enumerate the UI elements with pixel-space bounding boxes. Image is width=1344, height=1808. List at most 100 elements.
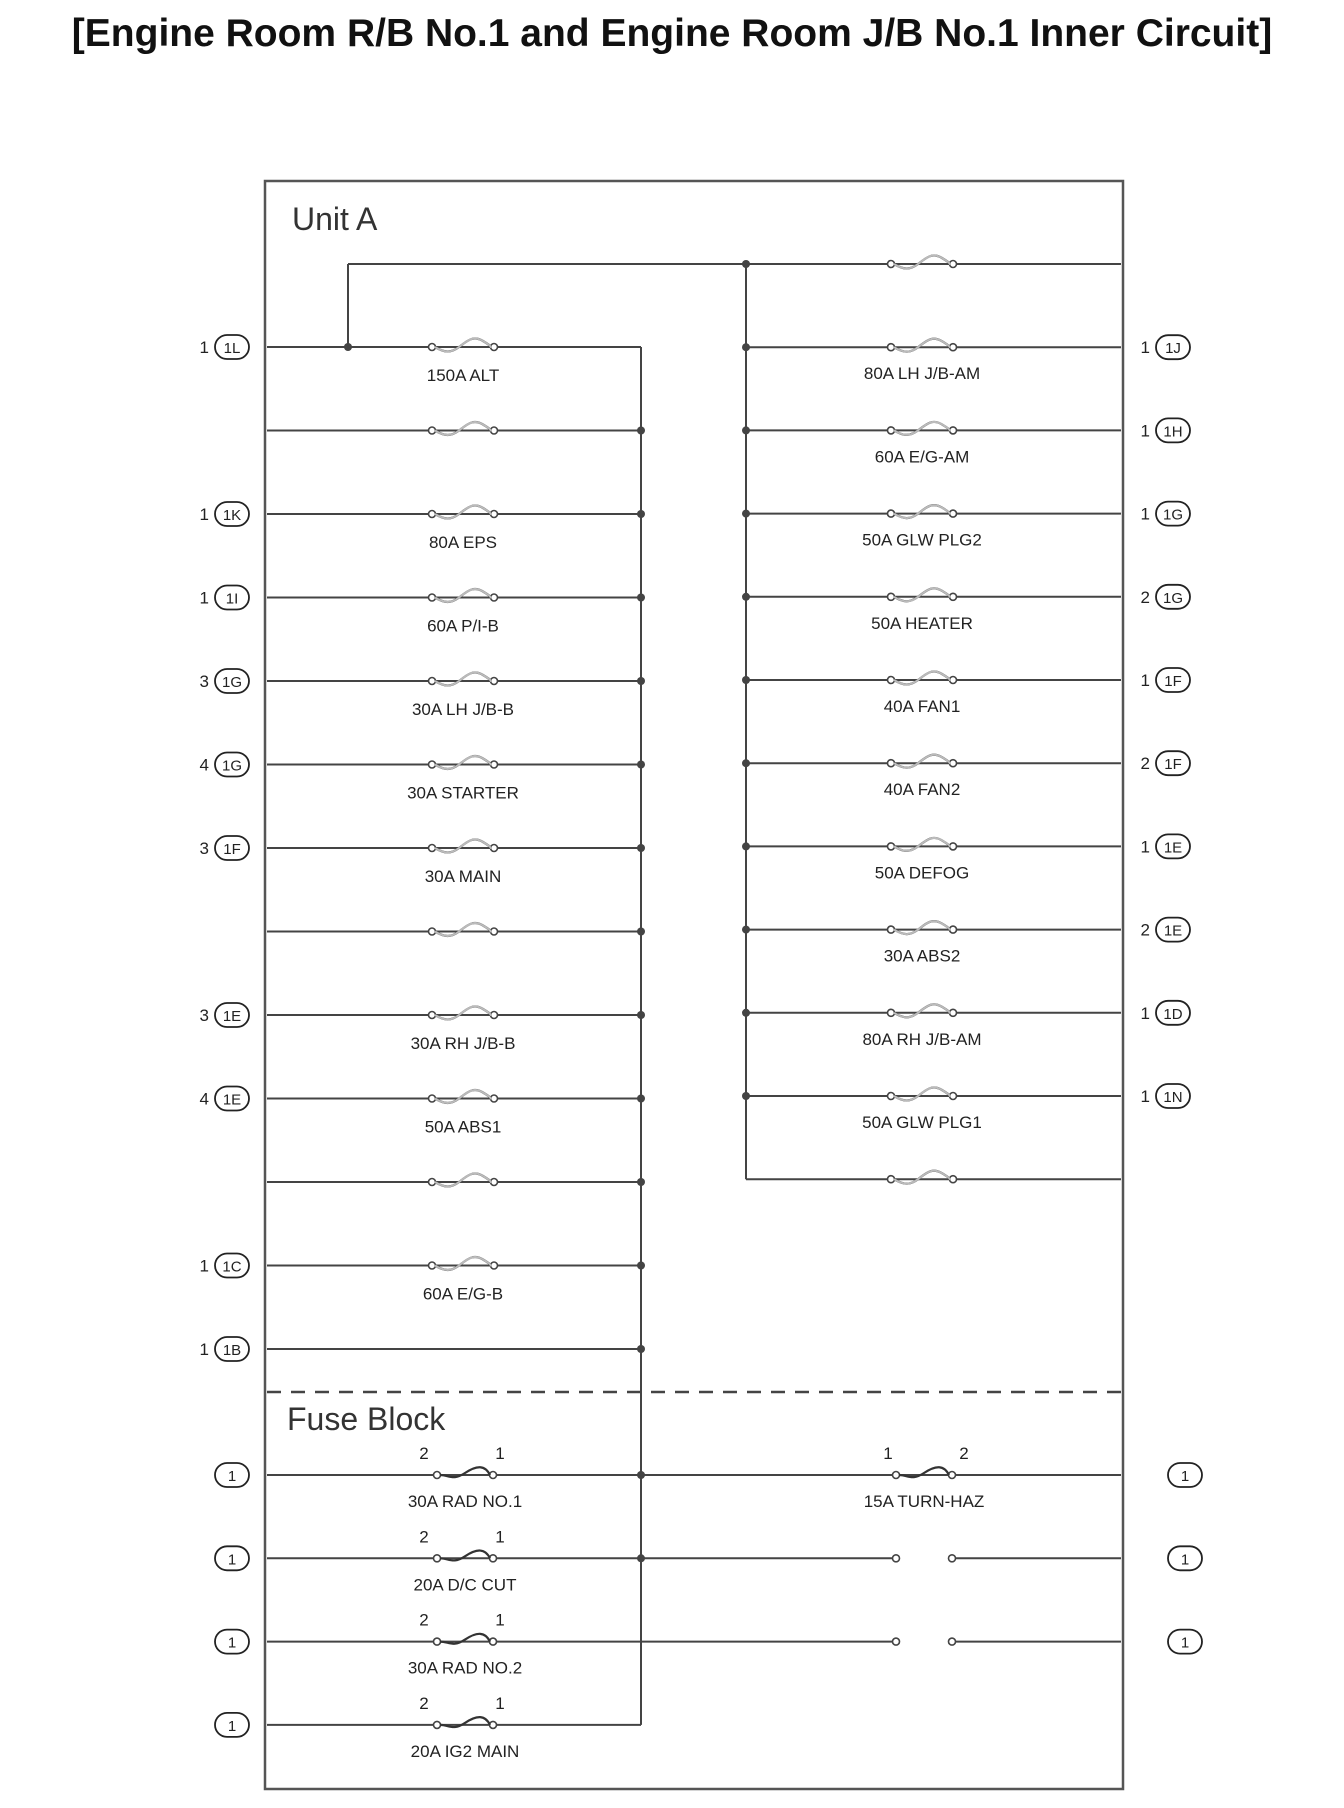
fuse-symbol: [427, 838, 499, 854]
fuse-terminal: [489, 426, 499, 435]
connector-code: 1I: [226, 591, 239, 608]
fuse-label: 30A LH J/B-B: [412, 700, 514, 719]
connector-code: 1N: [1163, 1089, 1182, 1106]
connector-code: 1F: [1164, 673, 1182, 690]
fuse-label: 30A RAD NO.1: [408, 1492, 522, 1511]
fuse-symbol: [427, 1005, 499, 1021]
fuse-element: [439, 1466, 491, 1479]
fuse-symbol: [886, 504, 958, 520]
connector-pin: 1: [1141, 671, 1150, 690]
connector-pin: 1: [1141, 505, 1150, 524]
connector-code: 1: [228, 1718, 236, 1735]
connector-pill: [1167, 1462, 1203, 1488]
connector-pin: 1: [1141, 421, 1150, 440]
connector-pin: 4: [200, 756, 209, 775]
connector-pin: 3: [200, 1006, 209, 1025]
connector-pill: [214, 751, 250, 778]
connector-pin: 1: [200, 338, 209, 357]
fuse-element: [893, 753, 951, 769]
fuse-element: [893, 920, 951, 936]
fuse-symbol: [427, 754, 499, 771]
connector-code: 1J: [1165, 340, 1181, 357]
fuse-element: [434, 1089, 492, 1104]
connector-pill: [1155, 583, 1191, 610]
connector-pin: 3: [200, 672, 209, 691]
connector-pin: 1: [200, 1257, 209, 1276]
fuse-terminal: [489, 1094, 499, 1103]
fuse-terminal: [886, 259, 896, 269]
connector-code: 1F: [1164, 756, 1182, 773]
fuse-element: [434, 922, 492, 937]
fuse-symbol: [427, 671, 499, 687]
fuse-terminal: [948, 842, 958, 851]
connector-pin: 1: [1141, 338, 1150, 357]
fuse-terminal: [489, 1261, 499, 1270]
fuse-symbol: [886, 836, 958, 852]
connector-pin: 3: [200, 839, 209, 858]
fuse-terminal: [427, 760, 437, 769]
connector-pill: [214, 1628, 250, 1655]
fuse-pin-number: 1: [495, 1611, 504, 1630]
fuse-element: [893, 587, 951, 603]
fuse-pin-number: 2: [959, 1444, 968, 1463]
fuse-terminal: [427, 1094, 437, 1103]
connector-pill: [214, 1545, 250, 1572]
right-connector: 1E1: [1141, 833, 1191, 860]
fuse-label: 50A DEFOG: [875, 863, 969, 882]
fuse-symbol: [427, 337, 499, 353]
connector-code: 1G: [222, 758, 242, 775]
fuse-terminal: [427, 676, 437, 686]
fuse-element: [439, 1716, 491, 1729]
small-fuse-symbol: [432, 1549, 498, 1563]
fuse-symbol: [427, 1088, 499, 1105]
fuse-terminal: [489, 509, 499, 519]
left-connector: 1E3: [200, 1002, 250, 1028]
connector-code: 1B: [223, 1342, 241, 1359]
fuse-block-right-connector: 1: [1167, 1545, 1203, 1572]
fuse-element: [893, 254, 951, 270]
fuse-label: 50A GLW PLG1: [862, 1113, 982, 1132]
connector-pill: [1155, 916, 1191, 943]
fuse-terminal: [886, 509, 896, 518]
fuse-terminal: [489, 1177, 499, 1187]
fuse-terminal: [427, 509, 437, 519]
fuse-terminal: [886, 675, 896, 685]
connector-pill: [1155, 833, 1191, 860]
fuse-label: 150A ALT: [427, 366, 499, 385]
fuse-element: [434, 421, 492, 436]
fuse-terminal: [886, 758, 896, 768]
connector-pin: 1: [200, 505, 209, 524]
fuse-block-right-connector: 1: [1167, 1628, 1203, 1655]
small-fuse-symbol: [432, 1716, 498, 1730]
connector-pill: [214, 1002, 250, 1028]
fuse-terminal: [891, 1470, 901, 1480]
fuse-label: 60A E/G-B: [423, 1285, 503, 1304]
fuse-element: [893, 420, 951, 436]
fuse-terminal: [427, 1177, 437, 1187]
connector-pill: [214, 501, 250, 527]
connector-pill: [214, 334, 250, 360]
fuse-terminal: [432, 1720, 442, 1730]
connector-code: 1G: [1163, 507, 1183, 524]
connector-pill: [214, 584, 250, 611]
fuse-element: [434, 755, 492, 770]
left-connector: 1C1: [200, 1252, 250, 1279]
fuse-label: 60A E/G-AM: [875, 447, 969, 466]
fuse-terminal: [948, 925, 958, 934]
fuse-element: [893, 670, 951, 686]
fuse-terminal: [432, 1554, 442, 1563]
fuse-label: 30A MAIN: [425, 867, 502, 886]
right-connector: 1G2: [1141, 583, 1191, 610]
fuse-terminal: [948, 509, 958, 518]
right-connector: 1J 1: [1141, 334, 1191, 361]
connector-pin: 1: [1141, 1087, 1150, 1106]
open-terminal: [947, 1637, 957, 1646]
fuse-block-left-connector: 1: [214, 1712, 250, 1738]
fuse-block-left-connector: 1: [214, 1462, 250, 1488]
fuse-element: [893, 1169, 951, 1185]
fuse-terminal: [886, 842, 896, 851]
connector-pin: 2: [1141, 754, 1150, 773]
left-connector: 1L1: [200, 334, 250, 360]
connector-pill: [214, 1252, 250, 1279]
right-connector: 1F 2: [1141, 750, 1191, 777]
